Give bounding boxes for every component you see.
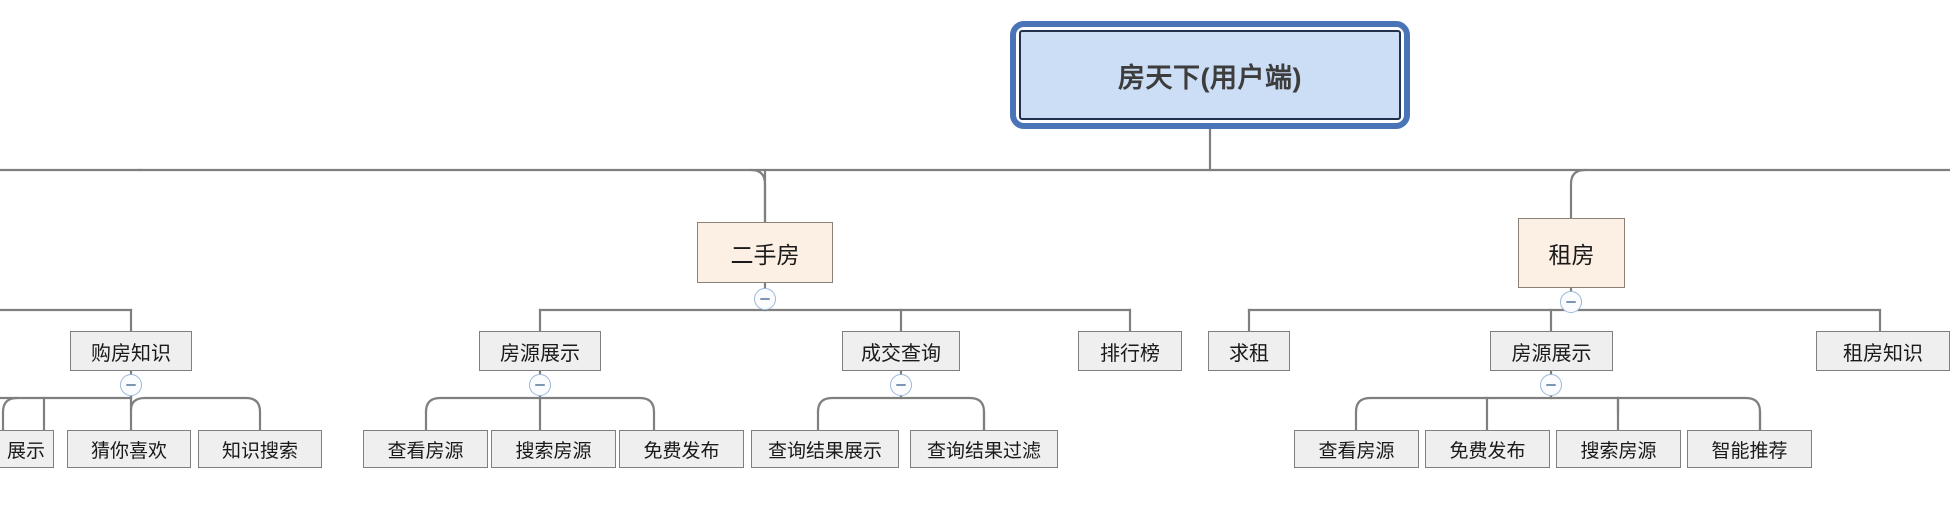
- toggle-collapse-fangyuan-zhanshi-ershoufang[interactable]: [529, 374, 551, 396]
- node-fangyuan-zhanshi-zufang[interactable]: 房源展示: [1490, 331, 1613, 371]
- node-zufang[interactable]: 租房: [1518, 218, 1625, 288]
- toggle-collapse-zufang[interactable]: [1560, 291, 1582, 313]
- leaf-chakanfangyuan-zufang[interactable]: 查看房源: [1294, 430, 1419, 468]
- node-chengjiao-chaxun[interactable]: 成交查询: [842, 331, 960, 371]
- toggle-collapse-chengjiao-chaxun[interactable]: [890, 374, 912, 396]
- minus-icon: [1566, 301, 1576, 303]
- leaf-sousuofangyuan-zufang[interactable]: 搜索房源: [1556, 430, 1681, 468]
- leaf-chakanfangyuan-ershoufang[interactable]: 查看房源: [363, 430, 488, 468]
- node-goufang-zhishi[interactable]: 购房知识: [70, 331, 192, 371]
- leaf-cainixihuan[interactable]: 猜你喜欢: [67, 430, 191, 468]
- toggle-collapse-goufang-zhishi[interactable]: [120, 374, 142, 396]
- toggle-collapse-fangyuan-zhanshi-zufang[interactable]: [1540, 374, 1562, 396]
- leaf-chaxunjieguozhanshi[interactable]: 查询结果展示: [751, 430, 899, 468]
- minus-icon: [896, 384, 906, 386]
- leaf-sousuofangyuan-ershoufang[interactable]: 搜索房源: [491, 430, 616, 468]
- node-ershoufang[interactable]: 二手房: [697, 222, 833, 283]
- toggle-collapse-ershoufang[interactable]: [754, 288, 776, 310]
- leaf-mianfeifabu-zufang[interactable]: 免费发布: [1425, 430, 1550, 468]
- node-paihangbang[interactable]: 排行榜: [1078, 331, 1182, 371]
- root-node-house-platform[interactable]: 房天下(用户端): [1019, 30, 1401, 120]
- leaf-fangyuan-zhanshi-clipped[interactable]: 展示: [0, 430, 54, 468]
- leaf-zhishisousuo[interactable]: 知识搜索: [198, 430, 322, 468]
- node-qiuzu[interactable]: 求租: [1208, 331, 1290, 371]
- minus-icon: [126, 384, 136, 386]
- node-fangyuan-zhanshi-ershoufang[interactable]: 房源展示: [479, 331, 601, 371]
- minus-icon: [1546, 384, 1556, 386]
- leaf-mianfeifabu-ershoufang[interactable]: 免费发布: [619, 430, 744, 468]
- minus-icon: [760, 298, 770, 300]
- node-zufang-zhishi[interactable]: 租房知识: [1816, 331, 1950, 371]
- minus-icon: [535, 384, 545, 386]
- leaf-chaxunjieguoguolv[interactable]: 查询结果过滤: [910, 430, 1058, 468]
- leaf-zhinengtuijian[interactable]: 智能推荐: [1687, 430, 1812, 468]
